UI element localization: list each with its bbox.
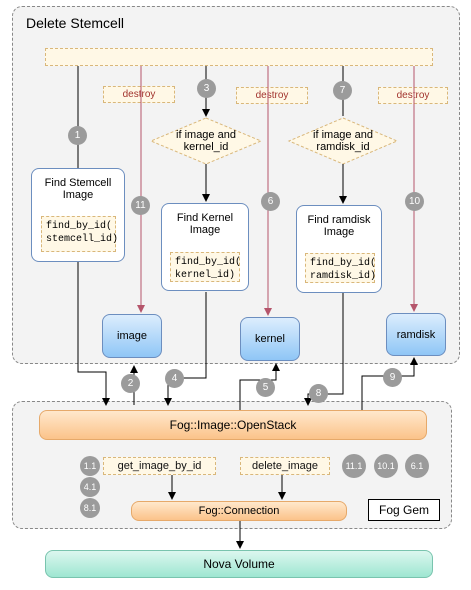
kernel-resource: kernel: [240, 317, 300, 361]
ramdisk-decision-label: if image and ramdisk_id: [313, 129, 373, 153]
find-kernel-image-title: Find Kernel Image: [176, 212, 234, 236]
step-3-badge: 3: [197, 79, 216, 98]
fog-image-openstack: Fog::Image::OpenStack: [39, 410, 427, 440]
stemcell-group-title: Delete Stemcell: [26, 15, 125, 31]
get-image-by-id-call: get_image_by_id: [103, 457, 216, 475]
ramdisk-resource: ramdisk: [386, 313, 446, 356]
destroy-label-kernel: destroy: [236, 87, 308, 104]
fog-connection: Fog::Connection: [131, 501, 347, 521]
step-4-badge: 4: [165, 369, 184, 388]
fog-gem-label: Fog Gem: [368, 499, 440, 521]
find-ramdisk-code: find_by_id( ramdisk_id): [305, 253, 376, 283]
step-10-badge: 10: [405, 192, 424, 211]
find-stemcell-image-title: Find Stemcell Image: [44, 177, 112, 201]
step-11-1-badge: 11.1: [342, 454, 366, 478]
step-2-badge: 2: [121, 374, 140, 393]
find-kernel-code: find_by_id( kernel_id): [170, 252, 241, 282]
destroy-label-ramdisk: destroy: [378, 87, 448, 104]
step-4-1-badge: 4.1: [80, 477, 100, 497]
destroy-label-image: destroy: [103, 86, 175, 103]
nova-volume: Nova Volume: [45, 550, 433, 578]
step-6-badge: 6: [261, 192, 280, 211]
kernel-decision-diamond: [149, 117, 263, 165]
delete-image-call: delete_image: [240, 457, 330, 475]
top-input-bar: [45, 48, 433, 66]
find-ramdisk-image-title: Find ramdisk Image: [307, 214, 371, 238]
step-8-1-badge: 8.1: [80, 498, 100, 518]
step-6-1-badge: 6.1: [405, 454, 429, 478]
step-11-badge: 11: [131, 196, 150, 215]
step-10-1-badge: 10.1: [374, 454, 398, 478]
kernel-decision-label: if image and kernel_id: [176, 129, 236, 153]
step-8-badge: 8: [309, 384, 328, 403]
step-1-badge: 1: [68, 126, 87, 145]
step-1-1-badge: 1.1: [80, 456, 100, 476]
step-9-badge: 9: [383, 368, 402, 387]
step-5-badge: 5: [256, 378, 275, 397]
image-resource: image: [102, 314, 162, 358]
step-7-badge: 7: [333, 81, 352, 100]
find-stemcell-code: find_by_id( stemcell_id): [41, 216, 118, 252]
